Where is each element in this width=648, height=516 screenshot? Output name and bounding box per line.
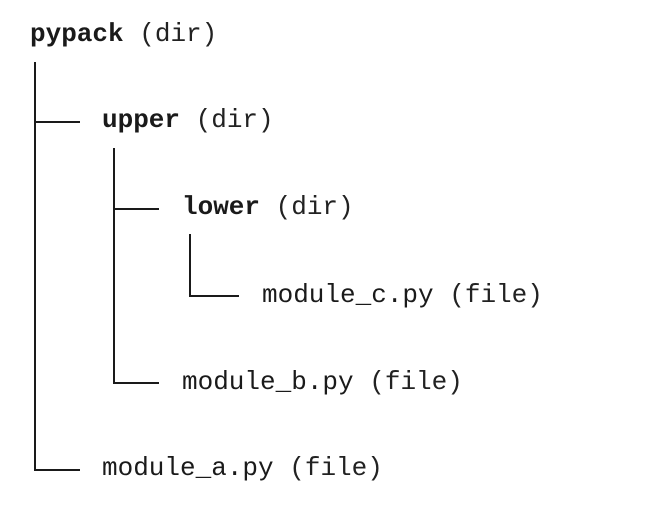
tree-node-module-c: module_c.py (file) bbox=[262, 279, 543, 311]
tree-connector-upper-vertical bbox=[113, 148, 115, 383]
node-name: module_c.py bbox=[262, 280, 434, 310]
node-kind: (dir) bbox=[139, 19, 218, 49]
tree-connector-module-a-branch bbox=[34, 469, 80, 471]
tree-connector-upper-branch bbox=[34, 121, 80, 123]
tree-connector-lower-branch bbox=[113, 208, 159, 210]
tree-node-upper: upper (dir) bbox=[102, 104, 274, 136]
node-kind: (dir) bbox=[195, 105, 274, 135]
node-name: module_a.py bbox=[102, 453, 274, 483]
tree-connector-lower-vertical bbox=[189, 234, 191, 297]
node-name: pypack bbox=[30, 19, 124, 49]
tree-node-module-a: module_a.py (file) bbox=[102, 452, 383, 484]
node-name: upper bbox=[102, 105, 181, 135]
node-kind: (file) bbox=[449, 280, 543, 310]
tree-node-module-b: module_b.py (file) bbox=[182, 366, 463, 398]
tree-node-pypack: pypack (dir) bbox=[30, 18, 217, 50]
node-name: lower bbox=[182, 192, 261, 222]
tree-node-lower: lower (dir) bbox=[182, 191, 354, 223]
tree-connector-module-b-branch bbox=[113, 382, 159, 384]
node-kind: (dir) bbox=[275, 192, 354, 222]
tree-connector-root-vertical bbox=[34, 62, 36, 470]
node-name: module_b.py bbox=[182, 367, 354, 397]
node-kind: (file) bbox=[369, 367, 463, 397]
tree-connector-module-c-branch bbox=[189, 295, 239, 297]
node-kind: (file) bbox=[289, 453, 383, 483]
